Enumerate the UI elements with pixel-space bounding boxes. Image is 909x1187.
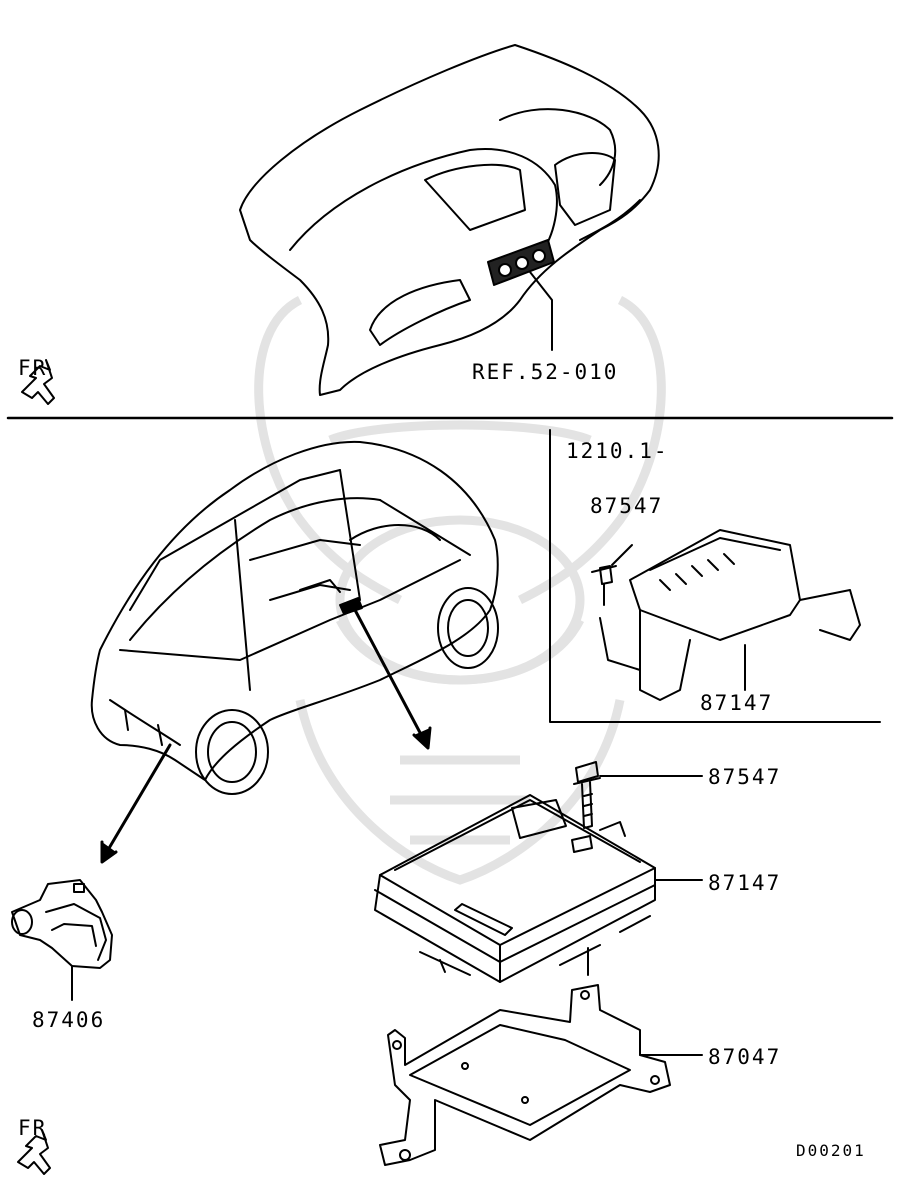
diagram-code: D00201 [796, 1141, 866, 1160]
impact-sensor-drawing [11, 879, 113, 1001]
vehicle-body-drawing [90, 440, 499, 795]
bolt-drawing [573, 761, 703, 829]
inset-ecu-part-number: 87147 [700, 691, 774, 715]
fr-label-top: FR [18, 356, 48, 380]
bracket-part-number: 87047 [708, 1045, 782, 1069]
fr-label-bottom: FR [18, 1116, 48, 1140]
fr-arrow-top [21, 359, 55, 405]
bracket-drawing [379, 984, 703, 1166]
ecu-part-number: 87147 [708, 871, 782, 895]
ecu-box-drawing [374, 794, 703, 983]
ref-label: REF.52-010 [472, 360, 619, 384]
instrument-panel-drawing [239, 44, 660, 396]
inset-frame [549, 429, 881, 723]
inset-ecu-drawing [591, 529, 861, 701]
bolt-part-number: 87547 [708, 765, 782, 789]
inset-bolt-part-number: 87547 [590, 494, 664, 518]
fr-arrow-bottom [17, 1129, 51, 1175]
sensor-part-number: 87406 [32, 1008, 106, 1032]
pointer-arrows [100, 608, 432, 864]
inset-header: 1210.1- [566, 439, 669, 463]
